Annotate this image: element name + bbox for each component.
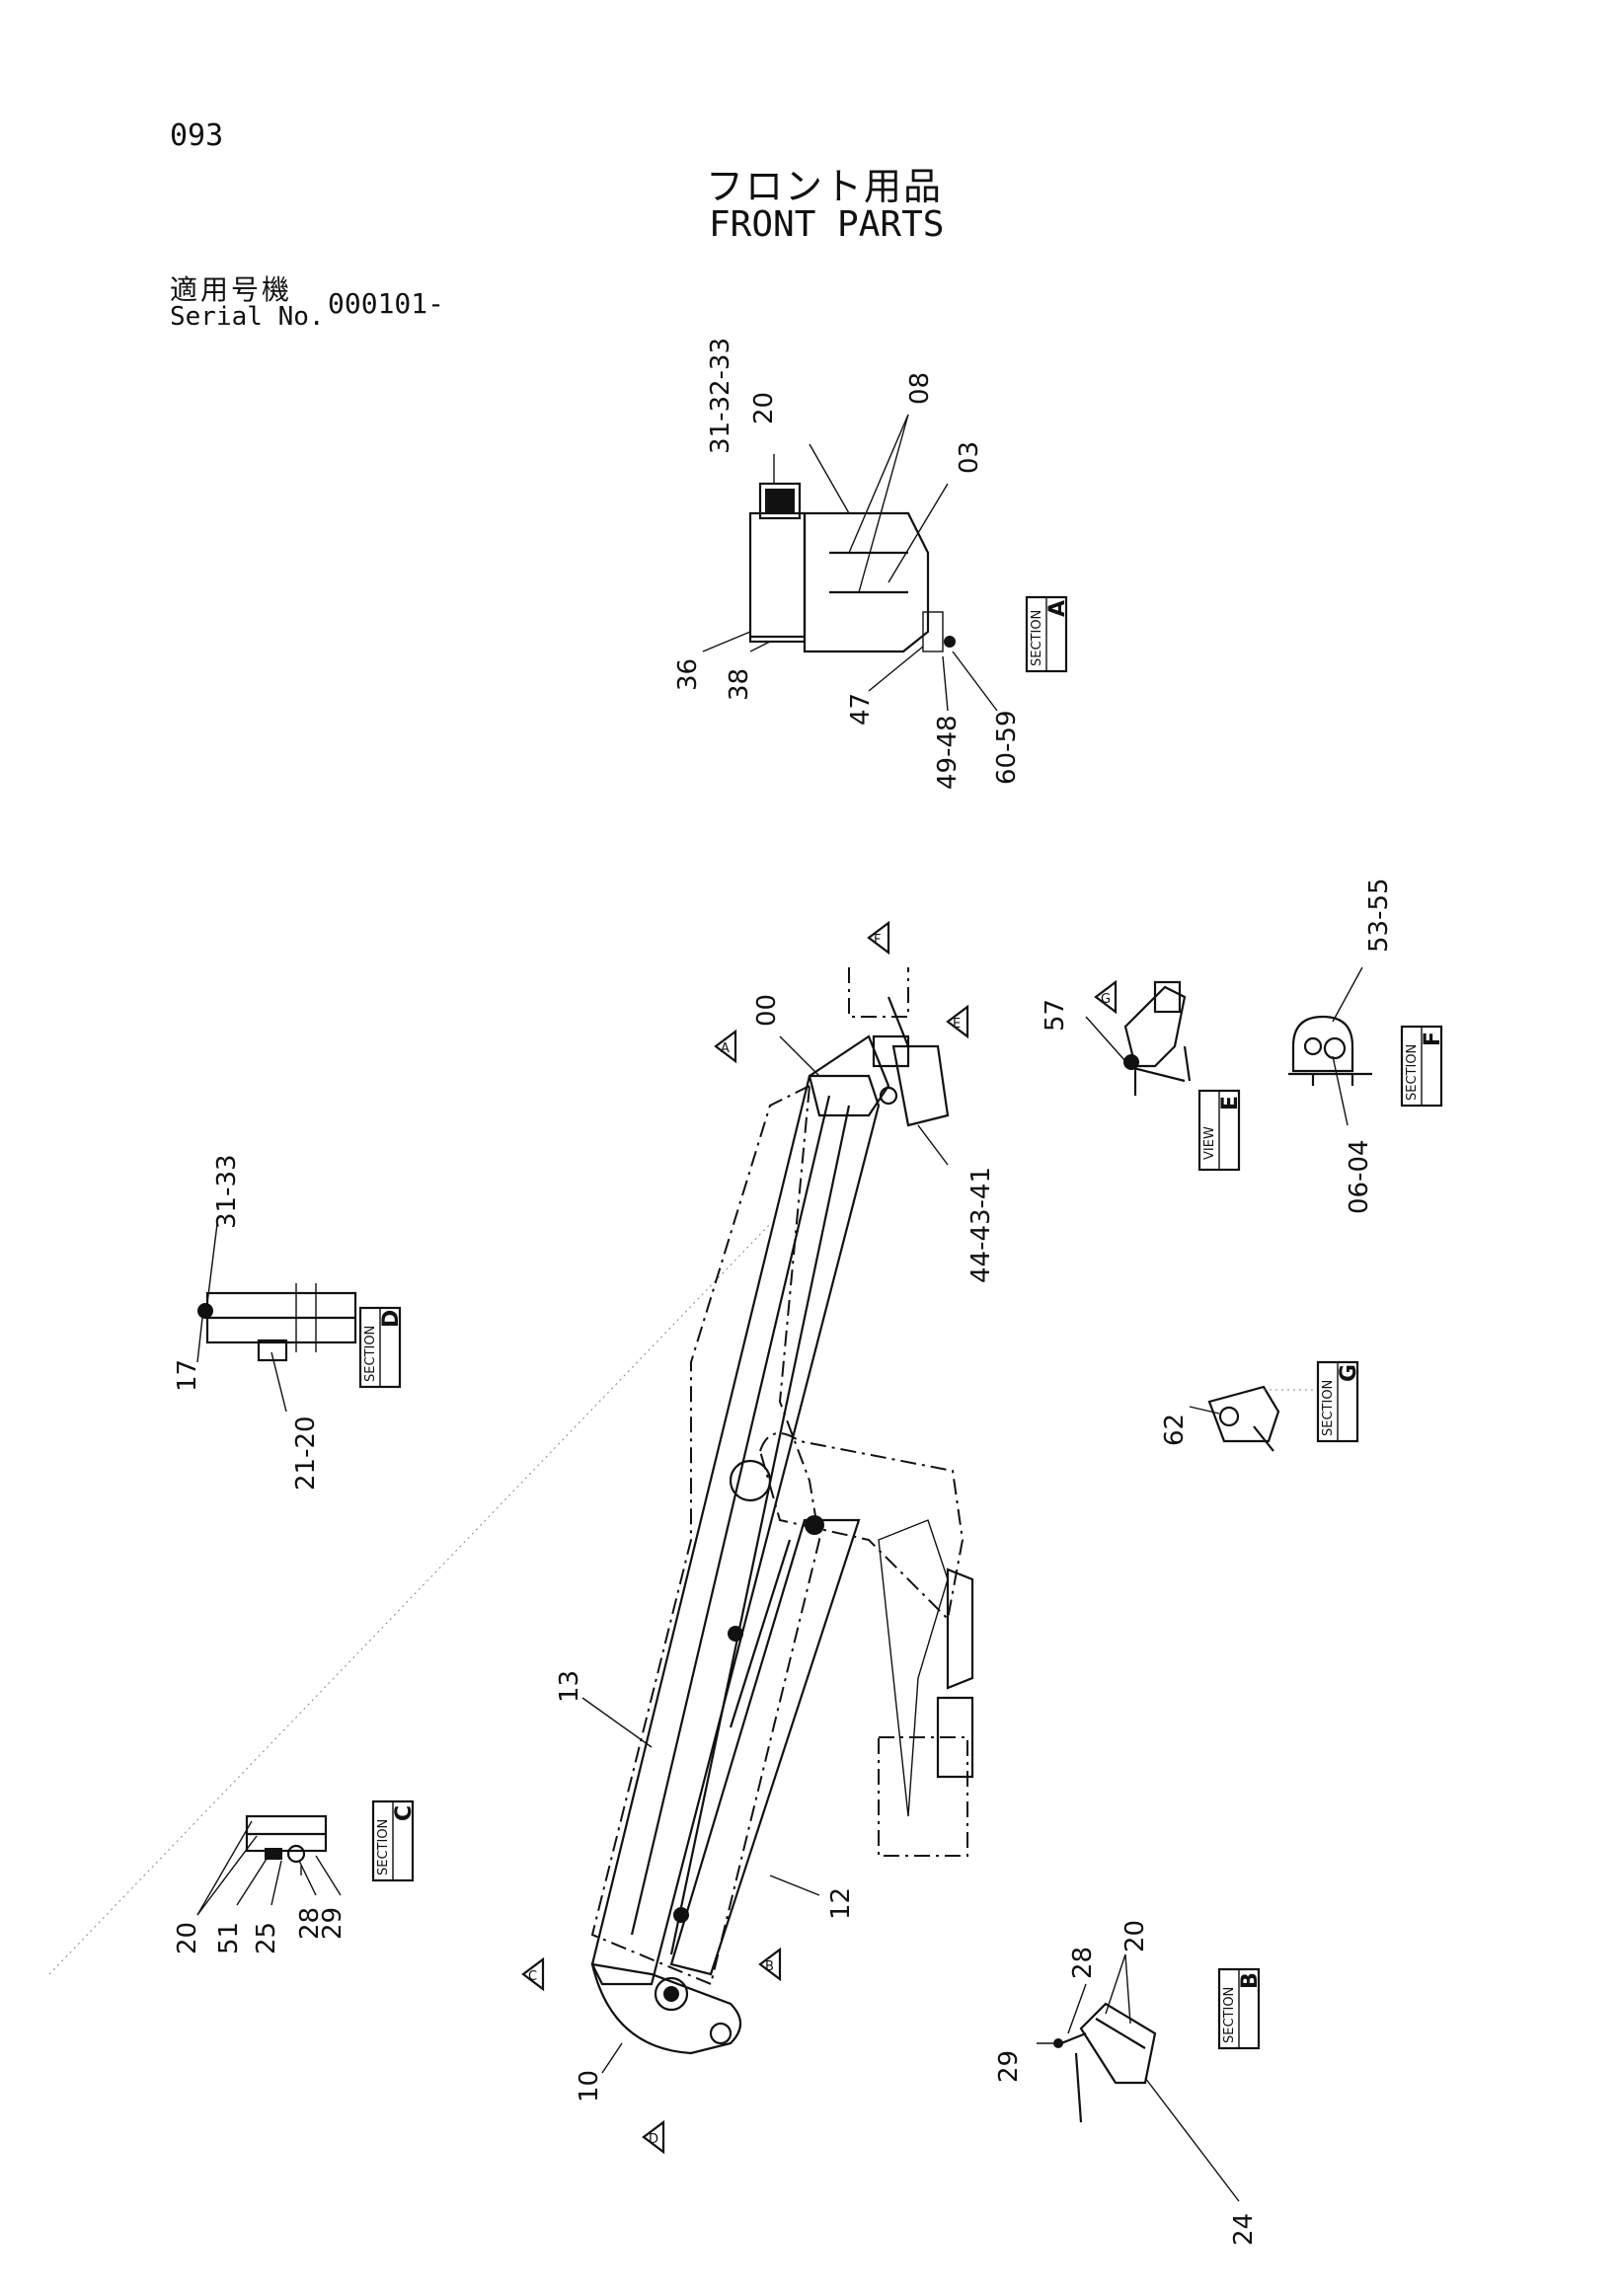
section-tag-a: SECTION A xyxy=(1025,595,1070,673)
callout-f1: 53-55 xyxy=(1364,878,1394,953)
boom-outline xyxy=(590,1084,821,1986)
callout-d3: 21-20 xyxy=(291,1416,321,1491)
callout-m4: 12 xyxy=(826,1887,856,1920)
svg-text:SECTION: SECTION xyxy=(363,1326,378,1382)
view-arrow-d: D xyxy=(642,2119,665,2155)
a-grease-nipple xyxy=(944,636,956,648)
a-bolt-head xyxy=(758,482,802,520)
callout-a6: 38 xyxy=(725,668,754,701)
upper-structure xyxy=(758,1432,964,1622)
section-tag-g: SECTION G xyxy=(1316,1360,1361,1443)
svg-text:E: E xyxy=(1218,1096,1243,1110)
a-nut xyxy=(765,489,795,513)
svg-text:SECTION: SECTION xyxy=(1222,1987,1237,2043)
svg-text:A: A xyxy=(721,1041,730,1056)
detail-section-d xyxy=(196,1223,357,1413)
arm-tip-bracket xyxy=(891,1044,950,1127)
arm-cylinder xyxy=(669,1518,861,1976)
detail-section-c xyxy=(196,1814,342,1916)
callout-c3: 25 xyxy=(252,1922,281,1954)
svg-text:G: G xyxy=(1337,1364,1361,1382)
detail-section-f xyxy=(1288,966,1372,1126)
callout-b3: 20 xyxy=(1120,1920,1150,1952)
section-tag-d: SECTION D xyxy=(358,1306,404,1389)
callout-m5: 10 xyxy=(575,2070,604,2103)
section-tag-b: SECTION B xyxy=(1217,1967,1263,2050)
main-leaders xyxy=(581,1035,949,2074)
svg-text:D: D xyxy=(379,1310,404,1328)
a-bracket-post xyxy=(748,511,807,644)
callout-a4: 03 xyxy=(955,441,984,474)
detail-section-g xyxy=(1189,1385,1313,1452)
view-arrow-b: B xyxy=(758,1947,782,1982)
callout-d2: 17 xyxy=(173,1359,202,1392)
section-tag-c: SECTION C xyxy=(371,1799,417,1882)
callout-e1: 57 xyxy=(1041,999,1070,1032)
callout-c5: 29 xyxy=(318,1907,347,1940)
svg-text:VIEW: VIEW xyxy=(1202,1126,1217,1160)
section-tag-f: SECTION F xyxy=(1400,1025,1445,1108)
svg-text:C: C xyxy=(392,1805,417,1821)
svg-text:SECTION: SECTION xyxy=(1030,610,1044,666)
callout-a9: 60-59 xyxy=(992,710,1022,785)
callout-d1: 31-33 xyxy=(212,1154,242,1229)
callout-b2: 28 xyxy=(1068,1947,1098,1979)
a-fitting xyxy=(922,611,944,652)
view-arrow-f: F xyxy=(867,920,890,956)
arm-tip xyxy=(808,1034,890,1117)
callout-c2: 51 xyxy=(214,1922,244,1954)
view-tag-e: VIEW E xyxy=(1197,1089,1243,1172)
svg-text:C: C xyxy=(528,1969,537,1984)
svg-text:D: D xyxy=(649,2132,658,2147)
callout-b1: 29 xyxy=(994,2050,1024,2083)
view-arrow-a: A xyxy=(714,1029,737,1064)
callout-a1: 31-32-33 xyxy=(706,338,735,454)
svg-text:F: F xyxy=(1421,1032,1445,1046)
svg-text:E: E xyxy=(953,1017,961,1032)
page-title: FRONT PARTS xyxy=(709,204,945,245)
bucket-linkage xyxy=(590,1962,742,2055)
callout-a8: 49-48 xyxy=(933,715,963,790)
svg-text:G: G xyxy=(1101,992,1111,1007)
page-title-japanese: フロント用品 xyxy=(706,165,944,208)
view-arrow-c: C xyxy=(521,1956,545,1992)
svg-text:F: F xyxy=(874,933,881,948)
detail-section-b xyxy=(1037,1953,1240,2202)
callout-c1: 20 xyxy=(173,1922,202,1954)
cab-block xyxy=(878,1736,968,1857)
callout-c4: 28 xyxy=(295,1907,325,1940)
callout-a3: 08 xyxy=(905,372,935,405)
page-number: 093 xyxy=(170,118,224,153)
serial-number-range: 000101- xyxy=(328,287,445,320)
detail-section-a xyxy=(748,482,956,653)
callout-a5: 36 xyxy=(673,658,703,691)
callout-f2: 06-04 xyxy=(1345,1139,1374,1214)
callout-a7: 47 xyxy=(846,693,876,726)
callout-m3: 13 xyxy=(555,1670,584,1703)
svg-text:A: A xyxy=(1045,600,1070,617)
callout-g1: 62 xyxy=(1160,1414,1190,1446)
svg-text:B: B xyxy=(1238,1972,1263,1989)
view-arrow-e: E xyxy=(946,1004,969,1039)
callout-b4: 24 xyxy=(1229,2213,1259,2246)
serial-label: Serial No. xyxy=(170,302,325,332)
svg-text:B: B xyxy=(765,1959,774,1974)
top-pipe xyxy=(848,967,909,1018)
detail-view-e xyxy=(1085,980,1192,1096)
a-leaders xyxy=(702,414,998,712)
svg-text:SECTION: SECTION xyxy=(376,1819,391,1875)
callout-a2: 20 xyxy=(749,392,779,424)
svg-text:SECTION: SECTION xyxy=(1405,1044,1420,1101)
boom-assembly xyxy=(590,967,974,2055)
view-arrow-g: G xyxy=(1094,979,1118,1015)
arm-body xyxy=(590,1074,881,1986)
callout-m1: 00 xyxy=(752,994,782,1027)
construction-line xyxy=(48,1223,771,1975)
serial-label-japanese: 適用号機 xyxy=(170,273,293,306)
callout-m2: 44-43-41 xyxy=(966,1167,996,1283)
a-housing xyxy=(803,511,930,653)
svg-text:SECTION: SECTION xyxy=(1321,1380,1336,1436)
